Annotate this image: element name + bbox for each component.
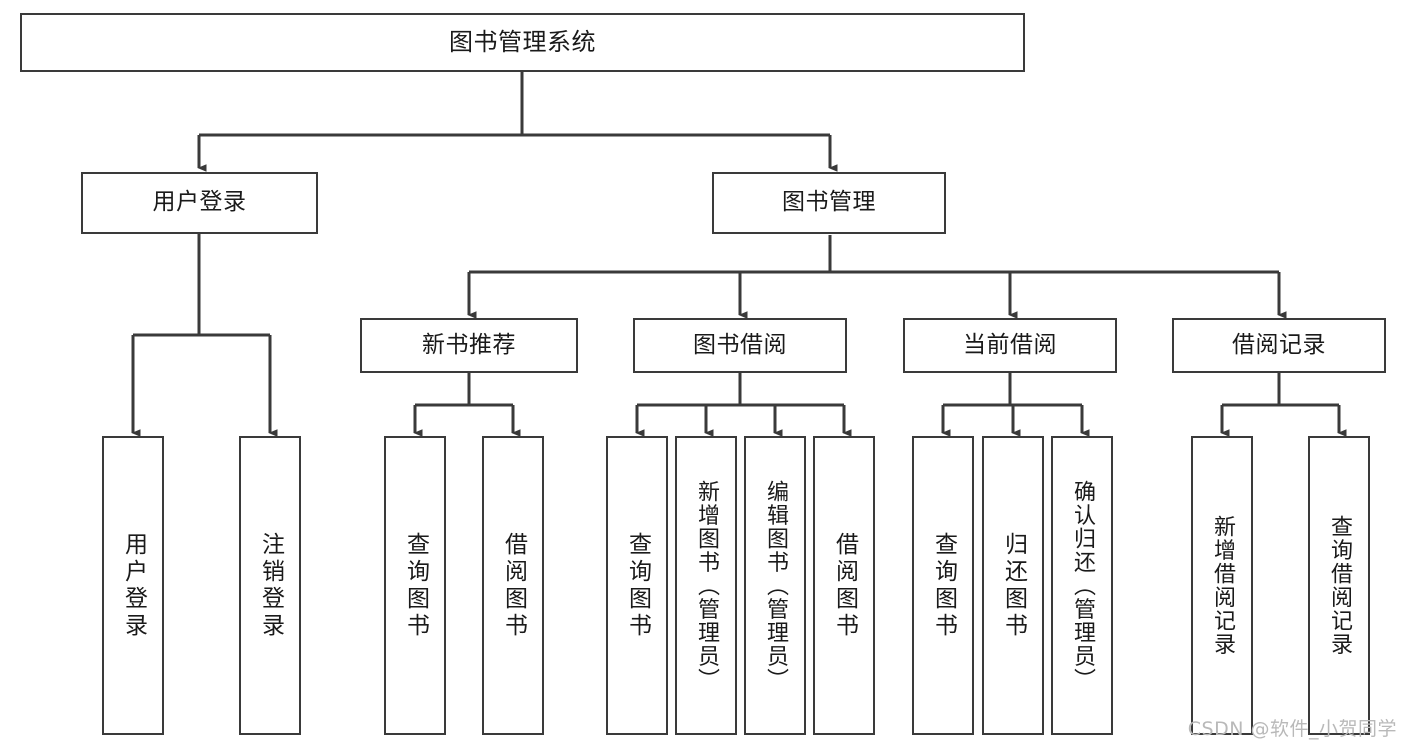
node-label: 注销登录 <box>257 531 284 640</box>
node-current-borrow[interactable]: 当前借阅 <box>903 318 1117 373</box>
node-label: 图书管理系统 <box>449 28 596 57</box>
node-label: 用户登录 <box>120 531 147 640</box>
node-label: 新增图书（管理员） <box>694 479 719 692</box>
leaf-query-book-recommend[interactable]: 查询图书 <box>384 436 446 735</box>
node-label: 新书推荐 <box>422 331 516 358</box>
node-label: 查询图书 <box>624 531 651 640</box>
node-label: 借阅图书 <box>831 531 858 640</box>
node-label: 借阅记录 <box>1232 331 1326 358</box>
node-label: 图书借阅 <box>693 331 787 358</box>
leaf-add-book-admin[interactable]: 新增图书（管理员） <box>675 436 737 735</box>
leaf-add-borrow-record[interactable]: 新增借阅记录 <box>1191 436 1253 735</box>
node-label: 用户登录 <box>152 189 247 216</box>
leaf-user-login[interactable]: 用户登录 <box>102 436 164 735</box>
node-user-login[interactable]: 用户登录 <box>81 172 318 234</box>
node-label: 确认归还（管理员） <box>1070 479 1095 692</box>
node-label: 借阅图书 <box>500 531 527 640</box>
node-label: 当前借阅 <box>963 331 1057 358</box>
leaf-edit-book-admin[interactable]: 编辑图书（管理员） <box>744 436 806 735</box>
node-label: 图书管理 <box>782 189 876 216</box>
leaf-confirm-return-admin[interactable]: 确认归还（管理员） <box>1051 436 1113 735</box>
node-label: 新增借阅记录 <box>1210 515 1235 656</box>
node-root-system[interactable]: 图书管理系统 <box>20 13 1025 72</box>
csdn-watermark: CSDN @软件_小贺同学 <box>1187 718 1397 740</box>
node-book-management[interactable]: 图书管理 <box>712 172 946 234</box>
node-label: 编辑图书（管理员） <box>763 479 788 692</box>
leaf-return-book[interactable]: 归还图书 <box>982 436 1044 735</box>
leaf-logout[interactable]: 注销登录 <box>239 436 301 735</box>
node-new-book-recommend[interactable]: 新书推荐 <box>360 318 578 373</box>
node-label: 查询图书 <box>402 531 429 640</box>
leaf-query-borrow-record[interactable]: 查询借阅记录 <box>1308 436 1370 735</box>
node-book-borrow[interactable]: 图书借阅 <box>633 318 847 373</box>
leaf-borrow-book[interactable]: 借阅图书 <box>813 436 875 735</box>
node-borrow-records[interactable]: 借阅记录 <box>1172 318 1386 373</box>
leaf-query-book-current[interactable]: 查询图书 <box>912 436 974 735</box>
node-label: 查询图书 <box>930 531 957 640</box>
node-label: 归还图书 <box>1000 531 1027 640</box>
node-label: 查询借阅记录 <box>1327 515 1352 656</box>
leaf-borrow-book-recommend[interactable]: 借阅图书 <box>482 436 544 735</box>
leaf-query-book-borrow[interactable]: 查询图书 <box>606 436 668 735</box>
